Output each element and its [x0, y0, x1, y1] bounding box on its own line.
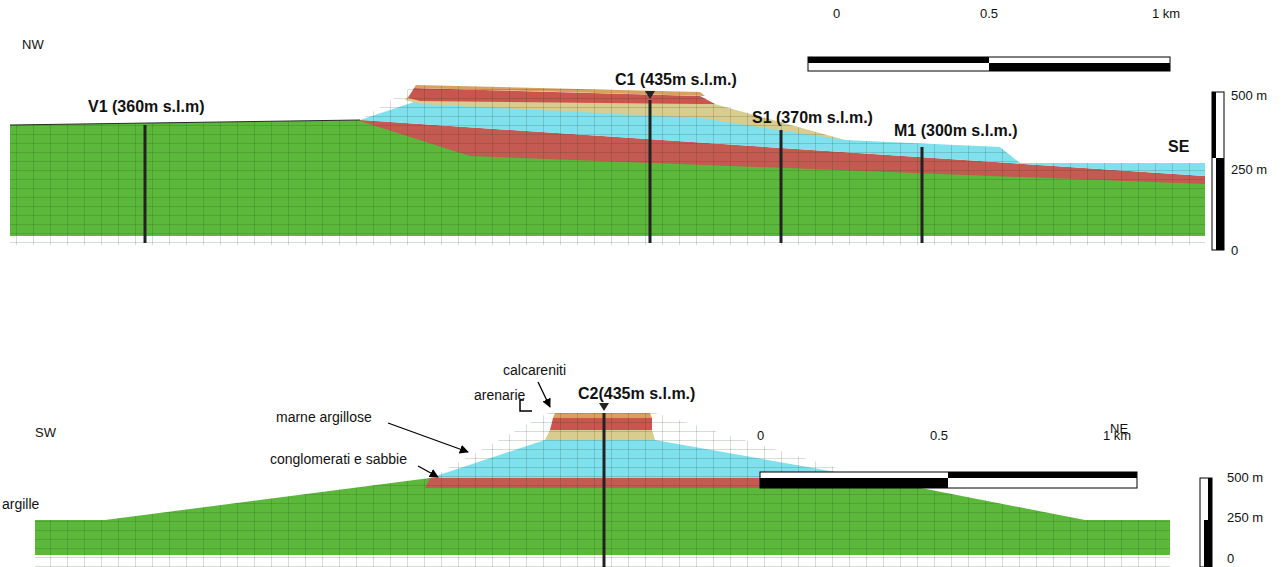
section-label: 500 m: [1227, 470, 1263, 486]
leader-line: [418, 466, 438, 477]
section-label: argille: [2, 496, 39, 512]
section-sw-ne: [35, 382, 1212, 567]
borehole: [649, 100, 652, 243]
vertical-scale: [1212, 92, 1224, 250]
section-label: C1 (435m s.l.m.): [615, 72, 737, 88]
leader-line: [388, 423, 468, 452]
section-label: calcareniti: [503, 362, 566, 378]
leader-line: [538, 382, 550, 407]
section-label: 0: [1231, 243, 1238, 259]
section-label: 0: [757, 428, 764, 444]
section-label: 0: [1227, 551, 1234, 567]
section-label: M1 (300m s.l.m.): [894, 123, 1018, 139]
section-label: V1 (360m s.l.m): [88, 99, 205, 115]
section-label: NW: [22, 37, 44, 53]
section-label: 500 m: [1231, 88, 1267, 104]
section-label: 0.5: [980, 6, 998, 22]
vertical-scale: [1200, 478, 1212, 567]
borehole: [921, 147, 924, 243]
section-label: SW: [35, 425, 56, 441]
section-label: SE: [1168, 139, 1189, 155]
section-label: 0.5: [930, 428, 948, 444]
section-label: S1 (370m s.l.m.): [752, 110, 873, 126]
section-label: 250 m: [1231, 162, 1267, 178]
borehole: [603, 413, 606, 567]
section-label: conglomerati e sabbie: [270, 451, 407, 467]
section-label: 250 m: [1227, 510, 1263, 526]
borehole: [144, 125, 147, 243]
section-label: 1 km: [1103, 428, 1131, 444]
section-label: marne argillose: [276, 409, 372, 425]
section-label: 0: [833, 6, 840, 22]
scale-bar: [808, 57, 1170, 71]
scale-bar: [760, 472, 1137, 488]
section-label: arenarie: [474, 387, 525, 403]
section-label: 1 km: [1152, 6, 1180, 22]
section-label: C2(435m s.l.m.): [578, 386, 695, 402]
borehole: [780, 130, 783, 243]
section-nw-se: [10, 57, 1224, 250]
